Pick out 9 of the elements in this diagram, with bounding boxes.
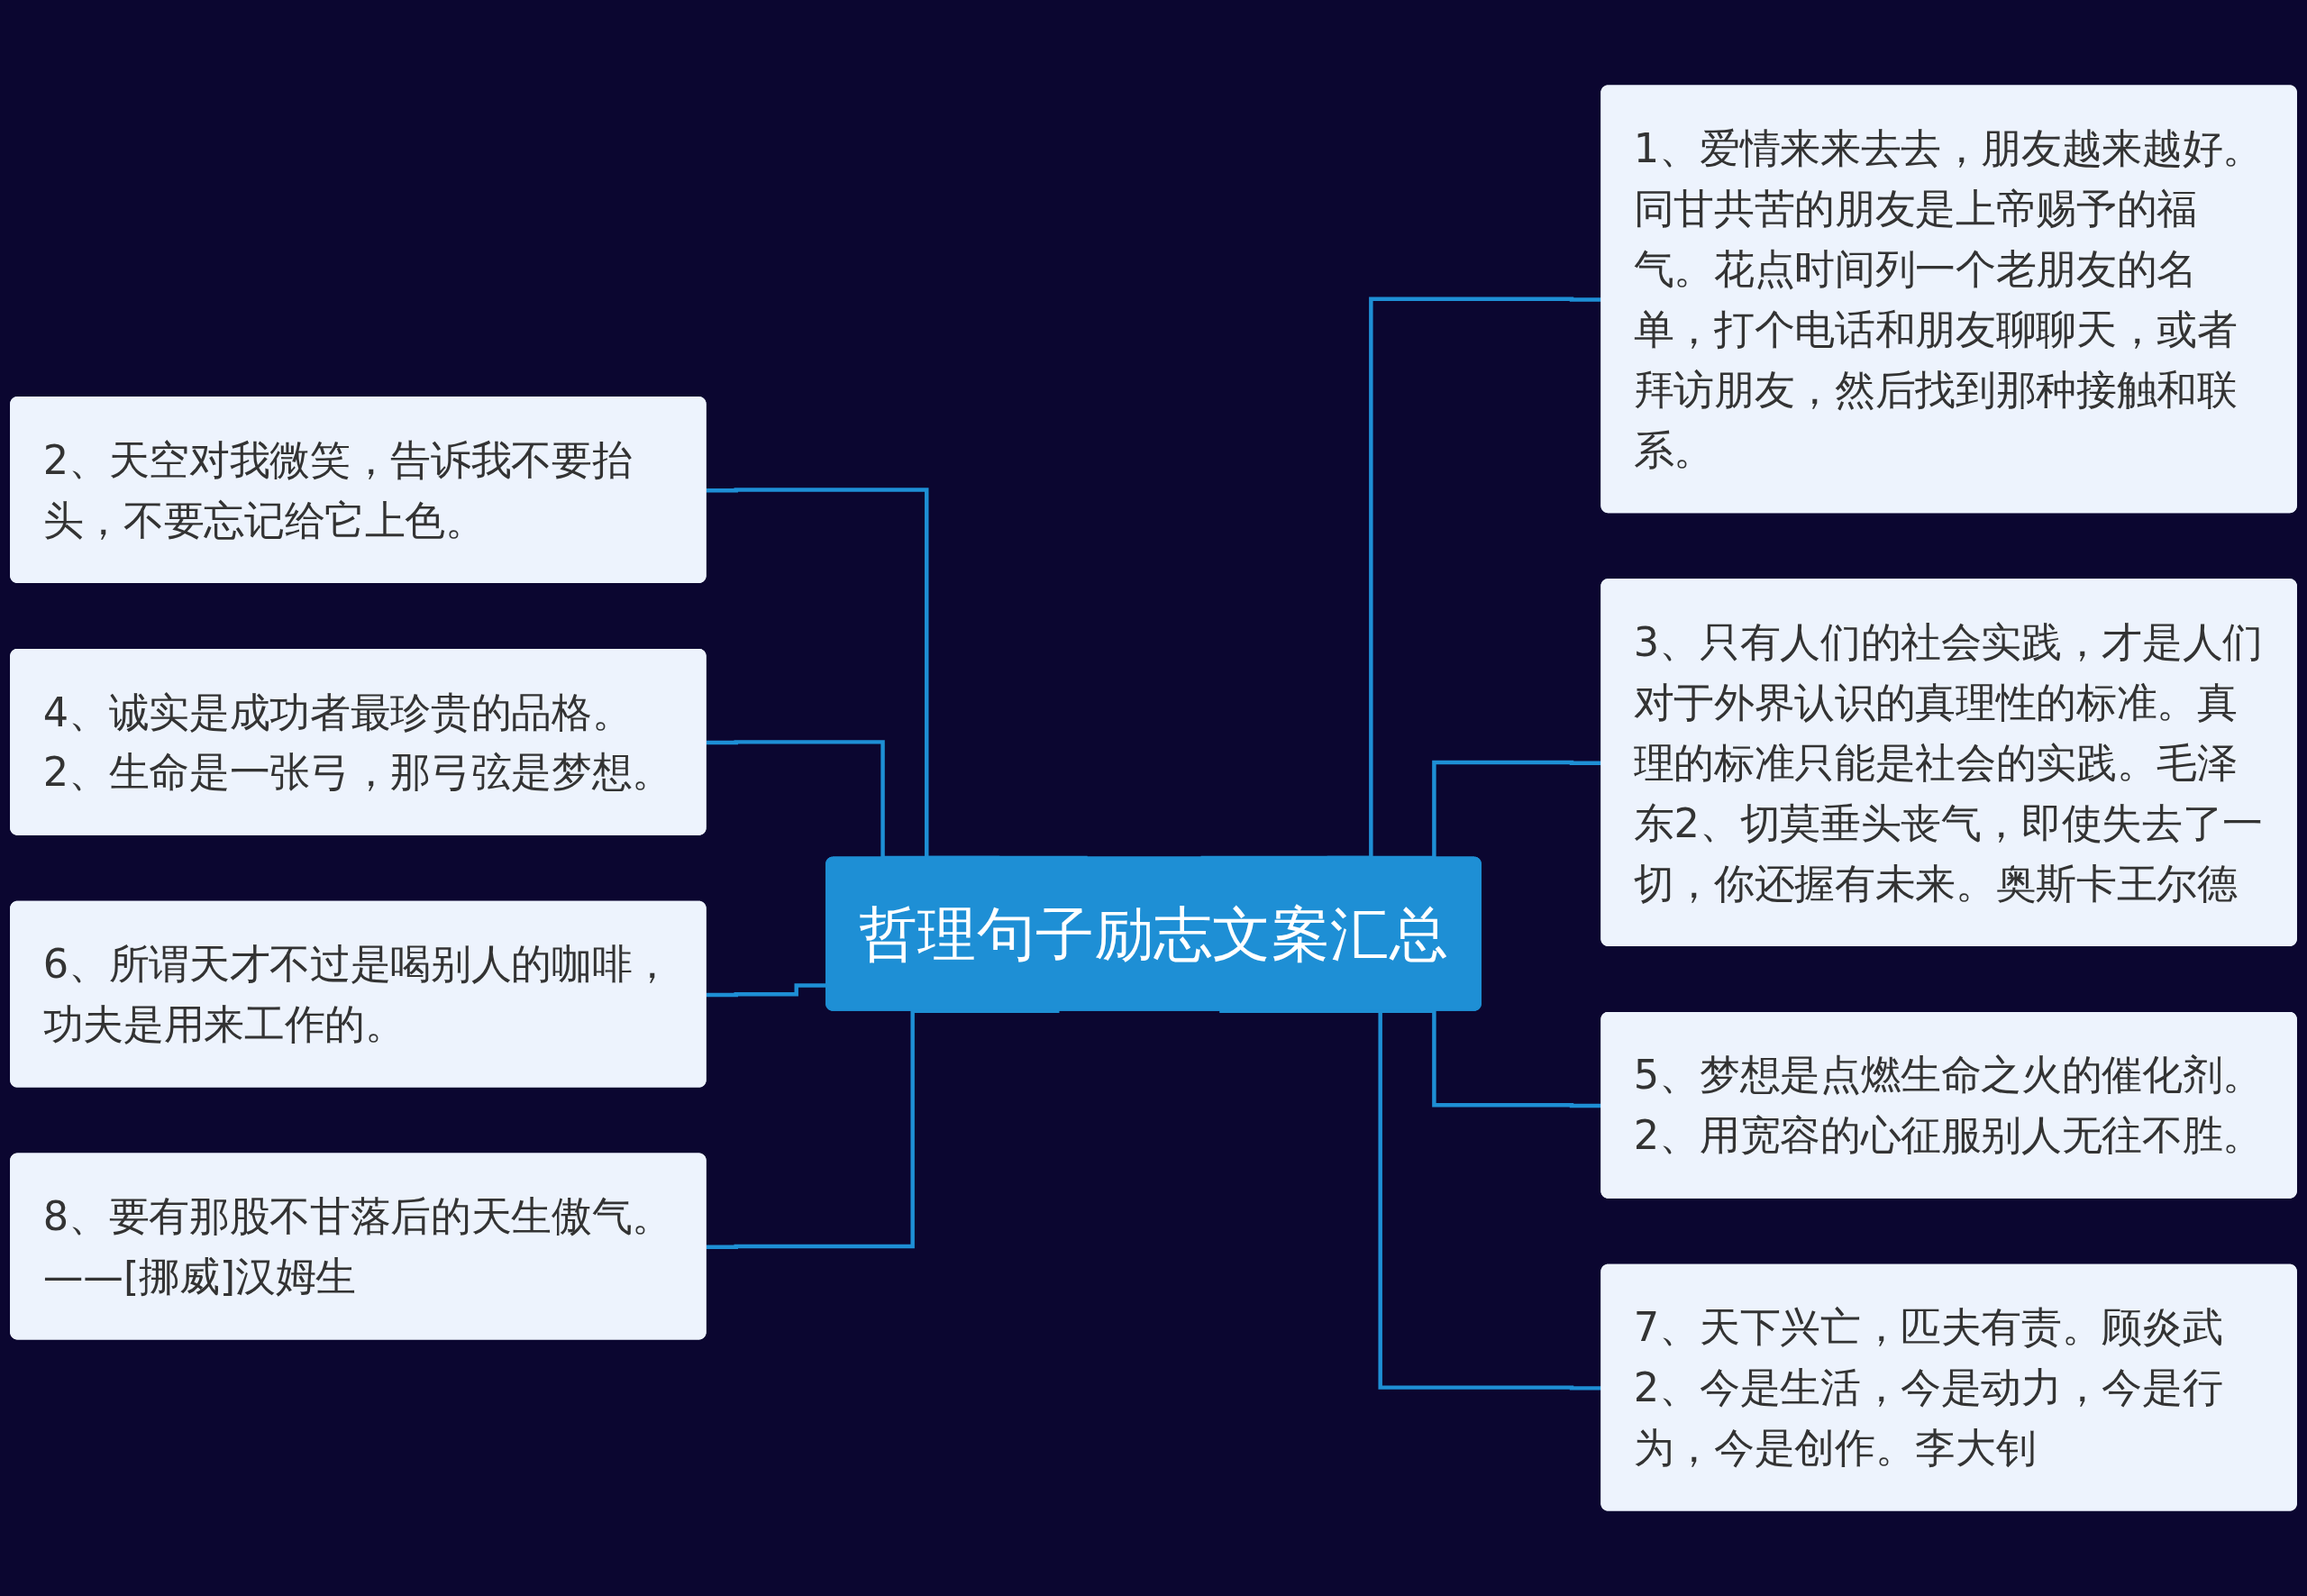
topic-box: 5、梦想是点燃生命之火的催化剂。2、用宽容的心征服别人无往不胜。 [1600, 1011, 2297, 1199]
topic-box: 3、只有人们的社会实践，才是人们对于外界认识的真理性的标准。真理的标准只能是社会的实践。毛泽东2、切莫垂头丧气，即使失去了一切，你还握有未来。奥斯卡王尔德 [1600, 579, 2297, 946]
topic-box: 4、诚实是成功者最珍贵的品格。2、生命是一张弓，那弓弦是梦想。 [10, 648, 707, 835]
topic-box: 8、要有那股不甘落后的天生傲气。——[挪威]汉姆生 [10, 1153, 707, 1340]
topic-box: 7、天下兴亡，匹夫有责。顾炎武2、今是生活，今是动力，今是行为，今是创作。李大钊 [1600, 1263, 2297, 1511]
topic-box: 1、爱情来来去去，朋友越来越好。同甘共苦的朋友是上帝赐予的福气。花点时间列一个老朋友的名单，打个电话和朋友聊聊天，或者拜访朋友，然后找到那种接触和联系。 [1600, 85, 2297, 514]
topic-box: 2、天空对我微笑，告诉我不要抬头，不要忘记给它上色。 [10, 397, 707, 583]
central-topic-box: 哲理句子励志文案汇总 [825, 856, 1482, 1011]
topic-box: 6、所谓天才不过是喝别人的咖啡，功夫是用来工作的。 [10, 900, 707, 1088]
